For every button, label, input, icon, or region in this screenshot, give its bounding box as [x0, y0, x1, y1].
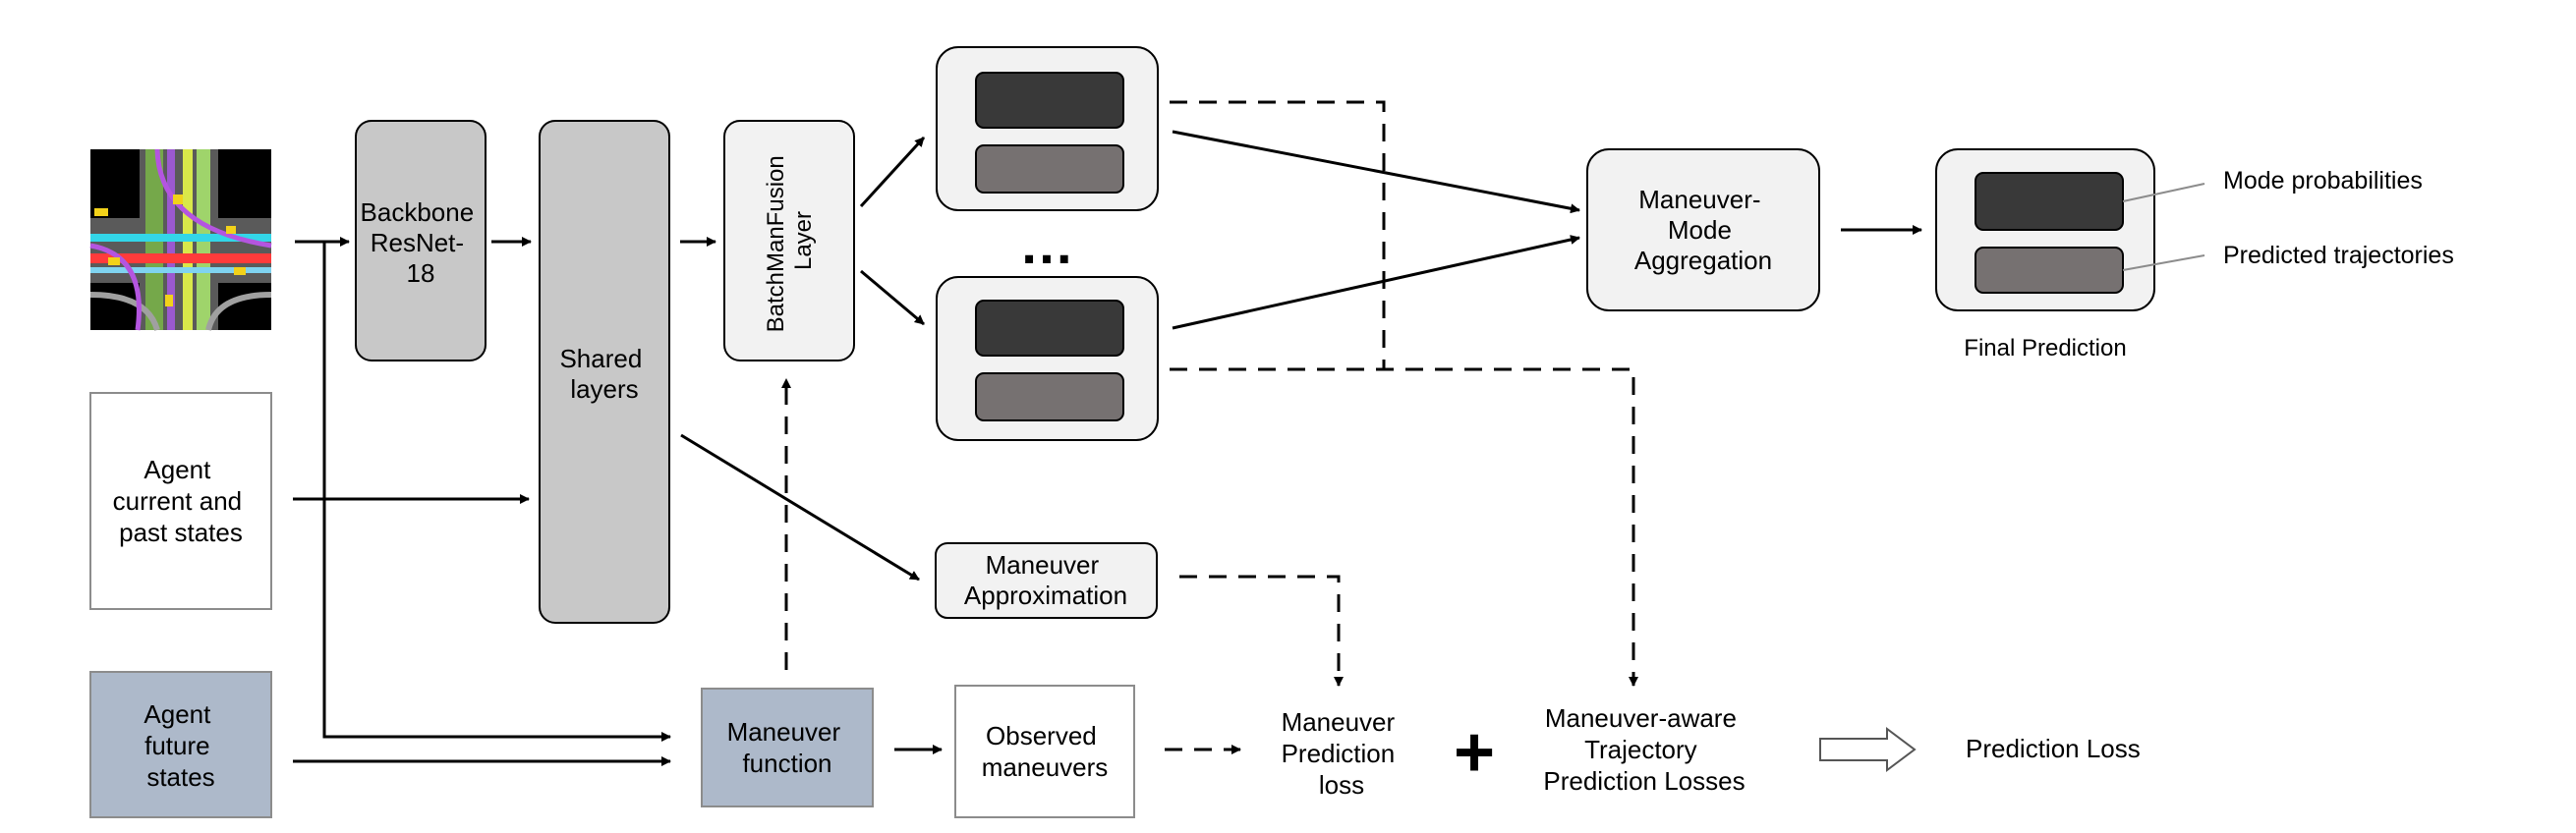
- observed-maneuvers-label: Observed maneuvers: [982, 721, 1109, 782]
- mode-probabilities-label: Mode probabilities: [2223, 167, 2423, 194]
- mode-bar-top-mid: [975, 144, 1124, 194]
- predicted-trajectories-label: Predicted trajectories: [2223, 242, 2454, 269]
- shared-layers-label: Shared layers: [559, 344, 649, 404]
- trajectory-loss-label: Maneuver-aware Trajectory Prediction Los…: [1543, 703, 1745, 796]
- pointer-mode-probabilities: [2122, 183, 2205, 202]
- plus-sign: +: [1454, 713, 1495, 792]
- observed-maneuvers-box: [954, 685, 1135, 818]
- maneuver-loss-label: Maneuver Prediction loss: [1282, 707, 1402, 800]
- maneuver-function-box: [701, 688, 874, 807]
- solid-connectors: [293, 130, 1922, 766]
- final-bar-dark: [1975, 172, 2124, 231]
- agent-current-box: [89, 392, 272, 610]
- aggregation-label: Maneuver- Mode Aggregation: [1634, 185, 1772, 275]
- agent-current-label: Agent current and past states: [113, 455, 250, 547]
- approximation-label: Maneuver Approximation: [964, 550, 1127, 610]
- approximation-box: [935, 542, 1158, 619]
- prediction-loss-label: Prediction Loss: [1966, 734, 2141, 763]
- mode-bar-top-dark: [975, 72, 1124, 129]
- shared-layers-box: [539, 120, 670, 624]
- maneuver-function-label: Maneuver function: [727, 717, 848, 778]
- dashed-connectors: [781, 100, 1638, 754]
- mode-bar-bottom-mid: [975, 372, 1124, 421]
- mode-bar-bottom-dark: [975, 300, 1124, 357]
- final-prediction-label: Final Prediction: [1964, 335, 2126, 361]
- modes-ellipsis: …: [1019, 213, 1074, 275]
- pointer-predicted-trajectories: [2122, 254, 2205, 271]
- fusion-label-group: BatchManFusion Layer: [763, 149, 817, 333]
- agent-future-box: [89, 671, 272, 818]
- agent-future-label: Agent future states: [143, 699, 217, 792]
- hollow-arrow: [1819, 727, 1917, 772]
- final-bar-mid: [1975, 247, 2124, 294]
- backbone-label: Backbone ResNet- 18: [361, 197, 482, 288]
- fusion-label: BatchManFusion Layer: [763, 149, 817, 333]
- scene-map-image: [89, 148, 272, 331]
- backbone-box: [355, 120, 487, 361]
- fusion-box: [723, 120, 855, 361]
- aggregation-box: [1586, 148, 1820, 311]
